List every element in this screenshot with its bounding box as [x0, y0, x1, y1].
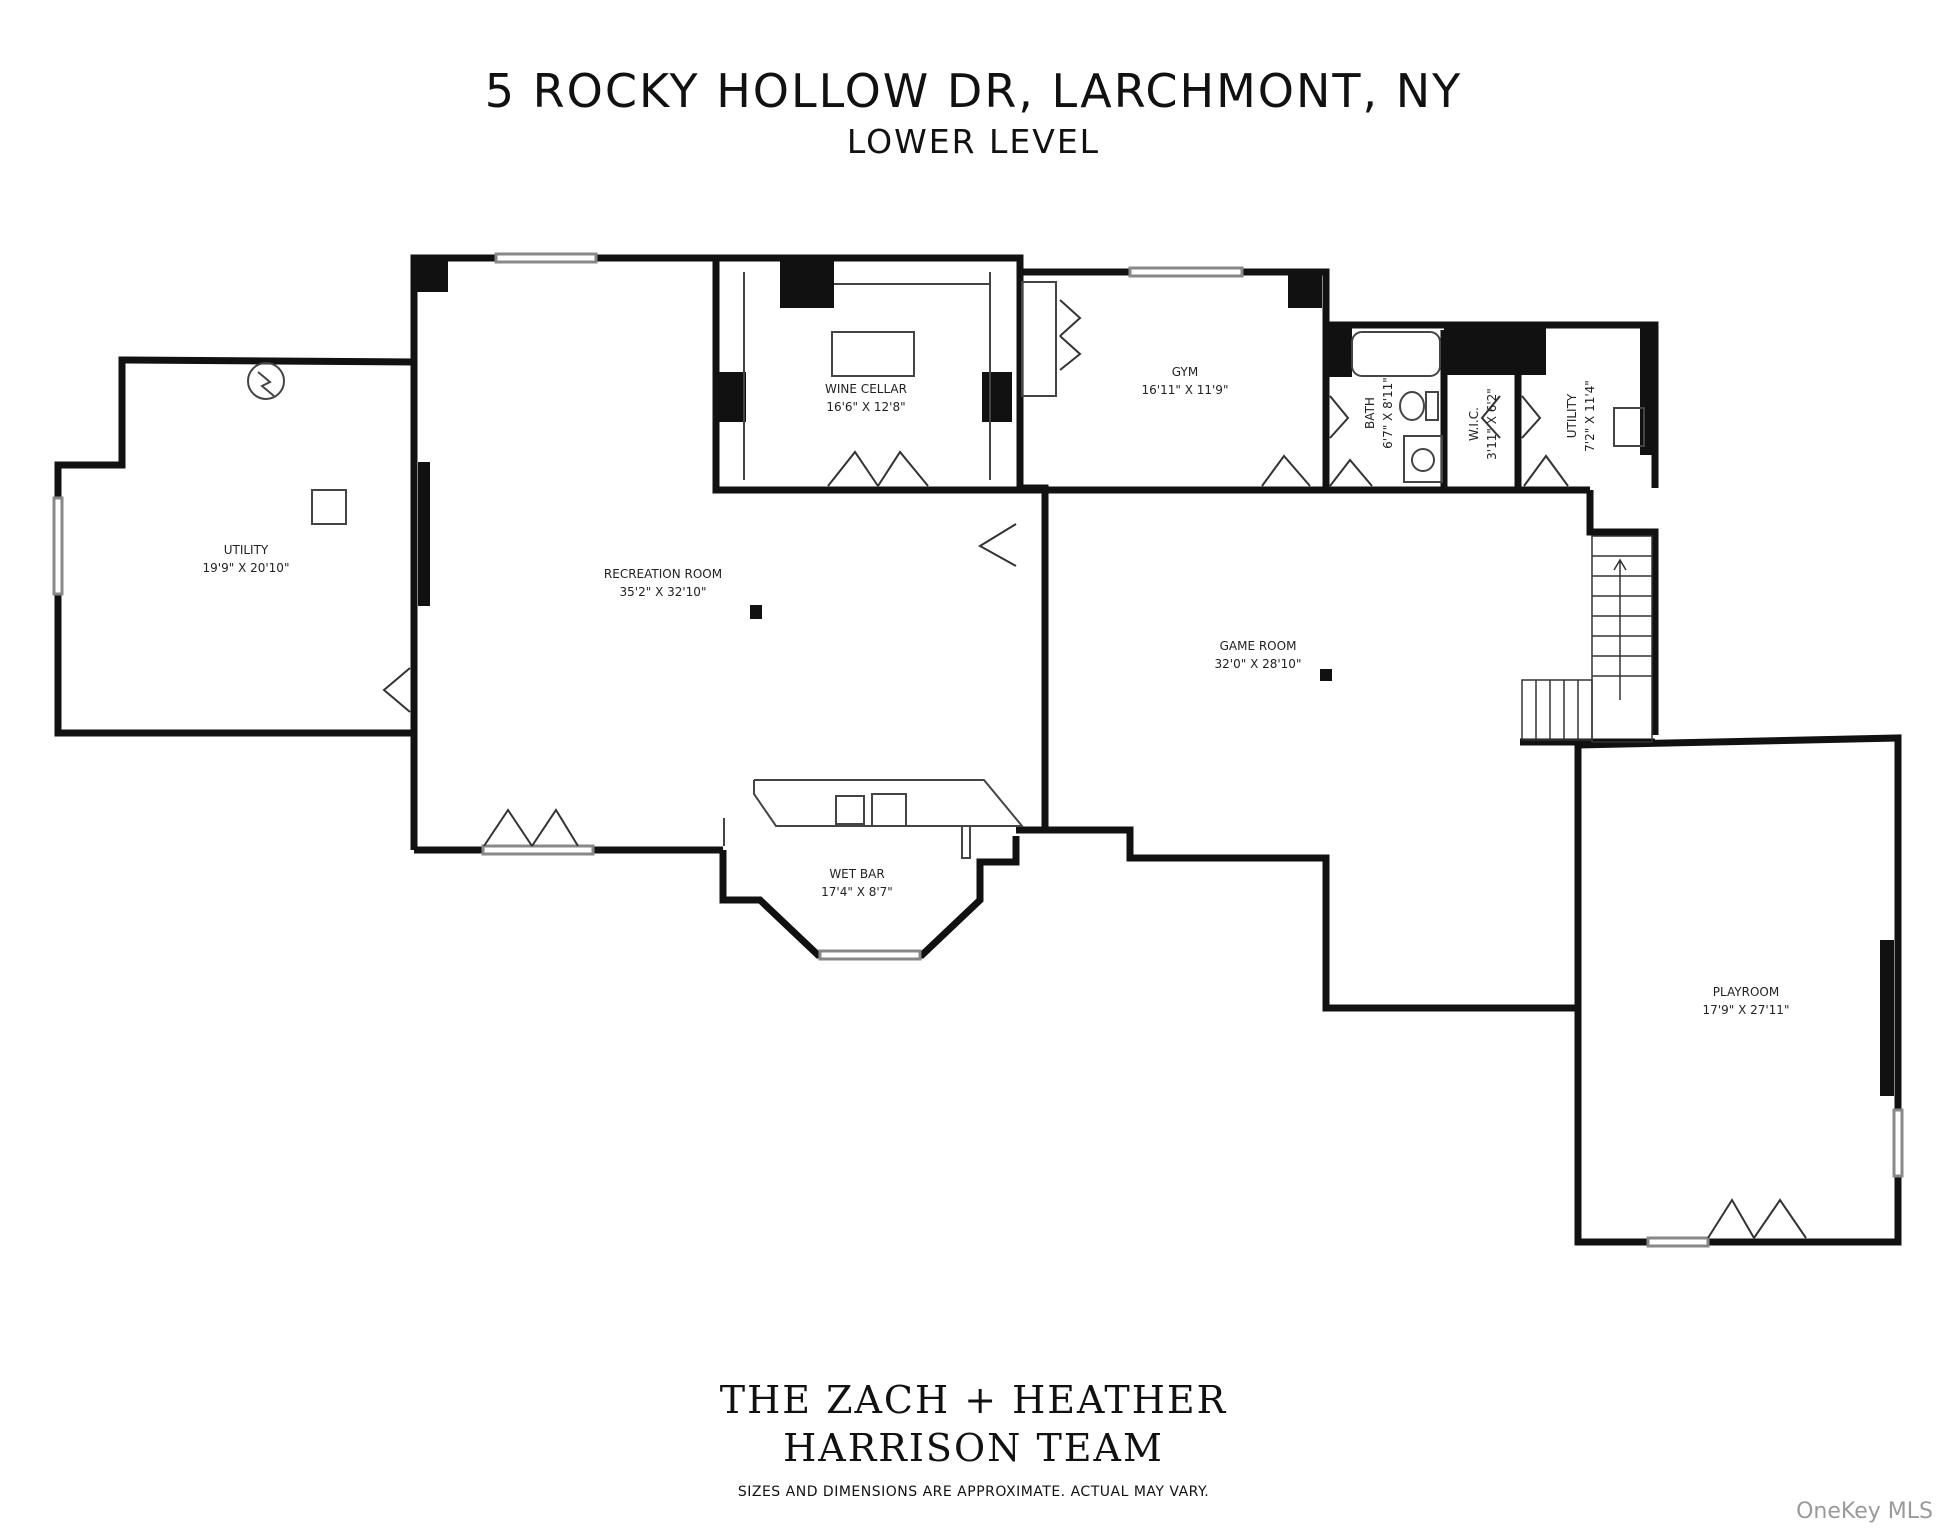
door-swings — [382, 299, 1807, 1239]
column-block — [716, 372, 746, 422]
room-name-gym: GYM — [1172, 365, 1198, 379]
disclaimer: SIZES AND DIMENSIONS ARE APPROXIMATE. AC… — [737, 1484, 1210, 1500]
door-swing — [978, 523, 1017, 567]
sink-vanity — [1403, 435, 1443, 483]
utility-fixture — [1613, 407, 1645, 447]
column-block — [780, 258, 834, 308]
bar-counter-front — [753, 780, 962, 827]
door-swing — [1753, 1198, 1807, 1239]
stair-run-upper — [1591, 535, 1653, 743]
sink-basin — [1411, 448, 1435, 472]
bar-sink — [835, 795, 865, 825]
room-dims-utility-left: 19'9" X 20'10" — [203, 561, 290, 575]
brand-line-2: HARRISON TEAM — [783, 1426, 1164, 1470]
wall-playroom — [1574, 734, 1902, 1246]
window — [1128, 266, 1244, 278]
room-name-playroom: PLAYROOM — [1713, 985, 1779, 999]
post — [1320, 669, 1332, 681]
room-name-utility-left: UTILITY — [224, 543, 269, 557]
window — [494, 252, 598, 264]
door-swing — [1521, 395, 1542, 439]
watermark: OneKey MLS — [1796, 1499, 1933, 1524]
room-dims-wic: 3'11" X 6'2" — [1485, 388, 1499, 460]
stairs — [1521, 535, 1653, 743]
room-labels: UTILITY 19'9" X 20'10" RECREATION ROOM 3… — [203, 365, 1790, 1017]
toilet-tank — [1425, 391, 1439, 421]
window — [52, 496, 64, 596]
bathtub — [1351, 331, 1441, 377]
room-dims-gym: 16'11" X 11'9" — [1142, 383, 1229, 397]
column-block — [1288, 272, 1322, 308]
door-swing — [1329, 458, 1373, 487]
column-block — [982, 372, 1012, 422]
window — [1892, 1108, 1904, 1178]
column-block — [1326, 325, 1352, 377]
walls — [54, 254, 1902, 1246]
stair-arrow — [1613, 558, 1627, 700]
room-name-wine-cellar: WINE CELLAR — [825, 382, 907, 396]
door-swing — [483, 808, 533, 847]
wall-utility-left — [54, 356, 415, 737]
closet-shelf — [1021, 281, 1057, 397]
door-swing — [827, 450, 879, 487]
column-block — [418, 462, 430, 606]
wall-gym — [1020, 268, 1659, 488]
door-swing — [1059, 335, 1082, 371]
room-dims-playroom: 17'9" X 27'11" — [1703, 1003, 1790, 1017]
wall-game-room — [1045, 745, 1582, 1012]
door-swing — [382, 667, 411, 713]
column-block — [1640, 325, 1655, 455]
plan-subtitle: LOWER LEVEL — [846, 122, 1101, 161]
room-dims-wet-bar: 17'4" X 8'7" — [821, 885, 893, 899]
door-swing — [531, 808, 579, 847]
plan-title: 5 ROCKY HOLLOW DR, LARCHMONT, NY — [484, 64, 1463, 118]
window — [818, 949, 922, 961]
wall-wet-bar — [719, 836, 1020, 959]
door-swing — [1523, 454, 1569, 487]
bar-counter — [754, 779, 1025, 859]
door-swing — [1329, 395, 1350, 439]
wall-wine-cellar — [712, 258, 1020, 494]
water-heater — [247, 362, 285, 400]
wall-utility-right — [1586, 490, 1659, 735]
wine-cellar-island — [831, 331, 915, 377]
door-swing — [1707, 1198, 1755, 1239]
room-name-bath: BATH — [1363, 397, 1377, 429]
room-name-game: GAME ROOM — [1220, 639, 1297, 653]
room-name-wet-bar: WET BAR — [829, 867, 884, 881]
room-dims-bath: 6'7" X 8'11" — [1381, 377, 1395, 449]
water-heater-bolt — [257, 371, 275, 397]
room-name-recreation: RECREATION ROOM — [604, 567, 722, 581]
room-name-wic: W.I.C. — [1467, 407, 1481, 441]
room-dims-utility-right: 7'2" X 11'4" — [1583, 380, 1597, 452]
door-swing — [1261, 454, 1311, 487]
utility-equipment — [311, 489, 347, 525]
room-dims-wine-cellar: 16'6" X 12'8" — [826, 400, 905, 414]
post — [750, 605, 762, 619]
room-name-utility-right: UTILITY — [1565, 393, 1579, 438]
toilet — [1399, 391, 1425, 421]
window — [1646, 1236, 1710, 1248]
door-swing — [877, 450, 929, 487]
room-dims-game: 32'0" X 28'10" — [1215, 657, 1302, 671]
bar-appliance — [871, 793, 907, 827]
stair-run-lower — [1521, 679, 1593, 741]
column-block — [414, 258, 448, 292]
brand-line-1: THE ZACH + HEATHER — [719, 1378, 1228, 1422]
door-swing — [1059, 299, 1082, 337]
column-block — [1444, 325, 1546, 375]
wall-recreation — [410, 254, 1049, 850]
window — [481, 844, 595, 856]
fixtures — [247, 272, 1645, 859]
room-dims-recreation: 35'2" X 32'10" — [620, 585, 707, 599]
windows — [52, 252, 1904, 1248]
door-swing — [1480, 395, 1501, 439]
column-block — [1880, 940, 1894, 1096]
